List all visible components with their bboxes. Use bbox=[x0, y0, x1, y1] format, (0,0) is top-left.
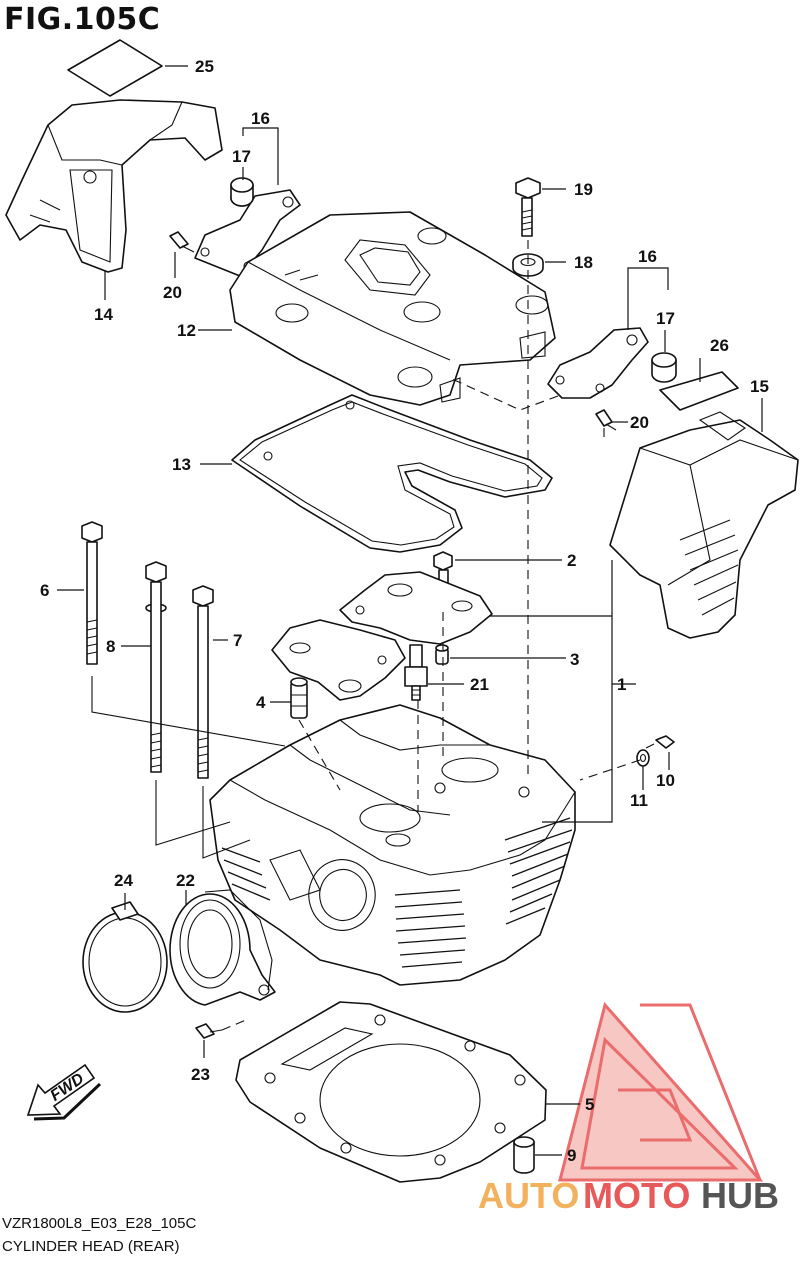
callout-2: 2 bbox=[567, 551, 576, 570]
callout-17-right: 17 bbox=[656, 309, 675, 328]
callout-19: 19 bbox=[574, 180, 593, 199]
figure-title: FIG.105C bbox=[4, 2, 161, 37]
part-rocker-holder-lower bbox=[271, 619, 406, 701]
callout-18: 18 bbox=[574, 253, 593, 272]
leader-lines bbox=[57, 65, 763, 1156]
callout-26: 26 bbox=[710, 336, 729, 355]
callout-21: 21 bbox=[470, 675, 489, 694]
callout-3: 3 bbox=[570, 650, 579, 669]
part-16-bracket-right bbox=[547, 327, 649, 399]
part-4-valve-lifter bbox=[290, 677, 308, 719]
part-1-cylinder-head bbox=[209, 704, 576, 986]
callout-labels: 1 2 3 4 5 6 7 8 9 10 11 12 13 14 15 16 1… bbox=[40, 57, 769, 1165]
callout-10: 10 bbox=[656, 771, 675, 790]
part-21-spark-plug bbox=[404, 644, 428, 701]
callout-16-right: 16 bbox=[638, 247, 657, 266]
part-14-head-cover bbox=[5, 99, 223, 273]
watermark-text-hub: HUB bbox=[701, 1175, 779, 1216]
part-17-damper-left bbox=[230, 177, 254, 207]
part-23-screw bbox=[195, 1023, 223, 1039]
part-13-gasket bbox=[231, 394, 553, 553]
part-9-dowel-pin bbox=[513, 1136, 535, 1174]
watermark-text-auto: AUTO bbox=[478, 1175, 579, 1216]
part-8-bolt bbox=[145, 561, 167, 773]
part-rocker-holder-upper bbox=[339, 571, 493, 645]
part-17-damper-right bbox=[651, 352, 677, 383]
callout-7: 7 bbox=[233, 631, 242, 650]
watermark-text: AUTO MOTO HUB bbox=[478, 1175, 779, 1216]
part-10-bolt bbox=[645, 735, 675, 749]
part-7-bolt bbox=[192, 585, 214, 779]
callout-1: 1 bbox=[617, 675, 626, 694]
callout-6: 6 bbox=[40, 581, 49, 600]
part-24-clamp bbox=[82, 901, 168, 1013]
part-20-bolt-left bbox=[169, 231, 195, 253]
callout-25: 25 bbox=[195, 57, 214, 76]
callout-4: 4 bbox=[256, 693, 266, 712]
part-19-bolt bbox=[515, 177, 541, 237]
callout-22: 22 bbox=[176, 871, 195, 890]
part-5-head-gasket bbox=[235, 1001, 547, 1183]
fwd-direction-arrow: FWD bbox=[26, 1063, 102, 1121]
part-25-seal bbox=[67, 39, 163, 97]
part-11-washer bbox=[636, 749, 650, 767]
part-15-head-cover bbox=[609, 411, 799, 639]
callout-14: 14 bbox=[94, 305, 113, 324]
callout-12: 12 bbox=[177, 321, 196, 340]
part-20-bolt-right bbox=[595, 409, 617, 431]
callout-8: 8 bbox=[106, 637, 115, 656]
callout-15: 15 bbox=[750, 377, 769, 396]
callout-13: 13 bbox=[172, 455, 191, 474]
part-12-cylinder-head-cover bbox=[229, 211, 556, 406]
callout-20-right: 20 bbox=[630, 413, 649, 432]
callout-9: 9 bbox=[567, 1146, 576, 1165]
callout-5: 5 bbox=[585, 1095, 594, 1114]
callout-17-left: 17 bbox=[232, 147, 251, 166]
callout-24: 24 bbox=[114, 871, 133, 890]
part-6-bolt bbox=[81, 521, 103, 665]
callout-11: 11 bbox=[630, 791, 648, 810]
figure-caption: CYLINDER HEAD (REAR) bbox=[2, 1238, 180, 1255]
watermark-logo bbox=[558, 1001, 764, 1182]
part-3-dowel bbox=[435, 644, 449, 665]
model-code: VZR1800L8_E03_E28_105C bbox=[2, 1215, 197, 1232]
part-26-seal bbox=[659, 371, 739, 411]
callout-16-left: 16 bbox=[251, 109, 270, 128]
callout-23: 23 bbox=[191, 1065, 210, 1084]
watermark-text-moto: MOTO bbox=[583, 1175, 690, 1216]
callout-20-left: 20 bbox=[163, 283, 182, 302]
part-22-intake-pipe bbox=[169, 889, 276, 1006]
